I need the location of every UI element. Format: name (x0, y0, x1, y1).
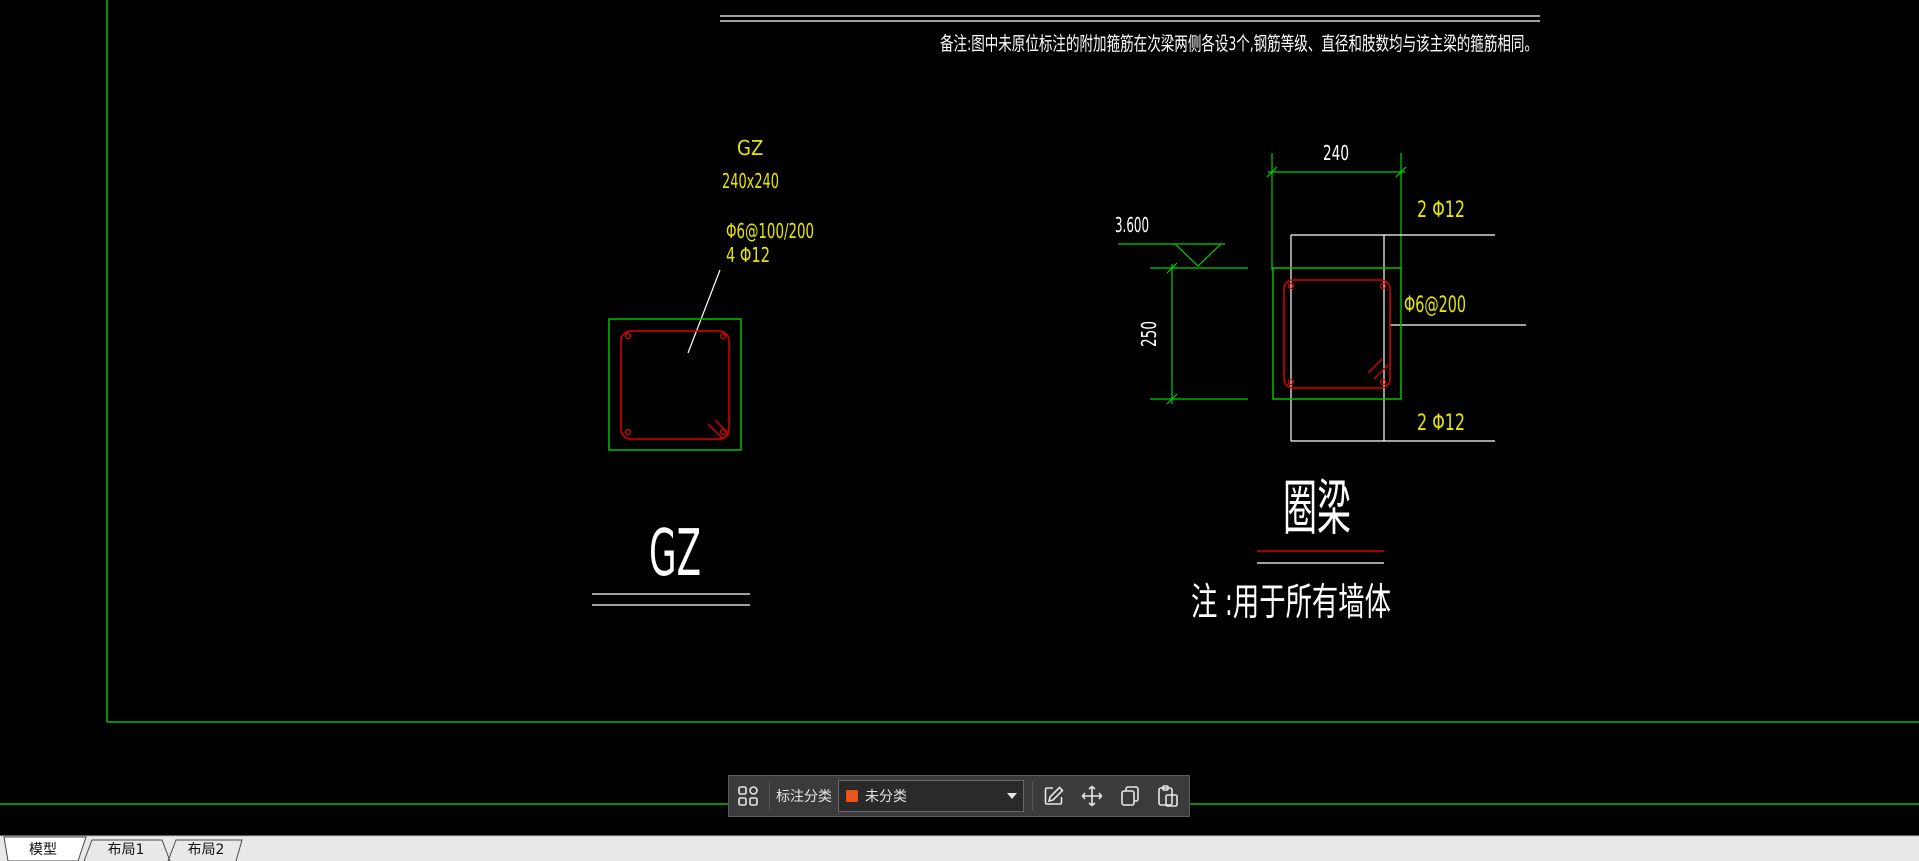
ring-beam-stirrup-label: Φ6@200 (1404, 293, 1466, 318)
tab-layout1[interactable]: 布局1 (83, 839, 171, 861)
layout-tab-bar: 模型 布局1 布局2 (0, 835, 1919, 861)
tab-model-label: 模型 (29, 842, 57, 858)
edit-icon[interactable] (1035, 777, 1073, 815)
elevation-label: 3.600 (1115, 213, 1149, 237)
gz-bar (624, 428, 632, 436)
ring-beam-height-dimension (1150, 262, 1248, 405)
top-note: 备注:图中未原位标注的附加箍筋在次梁两侧各设3个,钢筋等级、直径和肢数均与该主梁… (720, 15, 1540, 55)
gz-leader-line (687, 269, 721, 354)
tab-layout2-label: 布局2 (188, 842, 225, 858)
ring-beam-width-dimension (1266, 153, 1407, 270)
gz-bar (719, 428, 727, 436)
copy-icon[interactable] (1111, 777, 1149, 815)
gz-size-label: 240x240 (722, 169, 779, 193)
toolbar-separator (1032, 781, 1033, 811)
category-selected-value: 未分类 (865, 789, 907, 805)
gz-outline (608, 318, 742, 451)
gz-name-label: GZ (737, 136, 763, 160)
ring-beam-title: 圈梁 (1283, 474, 1351, 544)
chevron-down-icon (1007, 793, 1017, 799)
gz-section[interactable]: GZ 240x240 Φ6@100/200 4 Φ12 GZ (592, 136, 814, 606)
ring-beam-section[interactable]: 240 3.600 250 (1115, 141, 1526, 624)
tab-model[interactable]: 模型 (3, 836, 87, 861)
gz-main-bars-label: 4 Φ12 (726, 243, 770, 267)
note-text: 备注:图中未原位标注的附加箍筋在次梁两侧各设3个,钢筋等级、直径和肢数均与该主梁… (940, 33, 1538, 55)
drawing-frame (0, 0, 1919, 805)
toolbar-separator (769, 781, 770, 811)
ring-beam-bottom-bars-label: 2 Φ12 (1417, 411, 1465, 436)
gz-stirrup-label: Φ6@100/200 (726, 219, 814, 243)
ring-beam-bar (1379, 282, 1387, 290)
ring-beam-bar (1379, 378, 1387, 386)
annotation-toolbar: 标注分类 未分类 (728, 775, 1190, 817)
paste-icon[interactable] (1149, 777, 1187, 815)
ring-beam-outline (1272, 267, 1402, 400)
gz-bar (624, 332, 632, 340)
annotation-category-select[interactable]: 未分类 (838, 780, 1024, 812)
category-color-swatch (845, 789, 859, 803)
annotation-category-label: 标注分类 (776, 789, 832, 805)
grid-layout-icon[interactable] (729, 777, 767, 815)
gz-stirrup (620, 330, 730, 440)
elevation-marker (1118, 243, 1225, 267)
gz-bar (719, 332, 727, 340)
gz-title: GZ (649, 517, 701, 591)
ring-beam-note: 注 :用于所有墙体 (1191, 580, 1391, 624)
ring-beam-stirrup (1283, 279, 1391, 389)
ring-beam-width-label: 240 (1323, 141, 1349, 165)
ring-beam-height-label: 250 (1137, 321, 1161, 347)
tab-layout2[interactable]: 布局2 (167, 839, 243, 861)
ring-beam-bar (1287, 282, 1295, 290)
tab-layout1-label: 布局1 (108, 842, 145, 858)
move-icon[interactable] (1073, 777, 1111, 815)
ring-beam-top-bars-label: 2 Φ12 (1417, 198, 1465, 223)
ring-beam-bar (1287, 378, 1295, 386)
